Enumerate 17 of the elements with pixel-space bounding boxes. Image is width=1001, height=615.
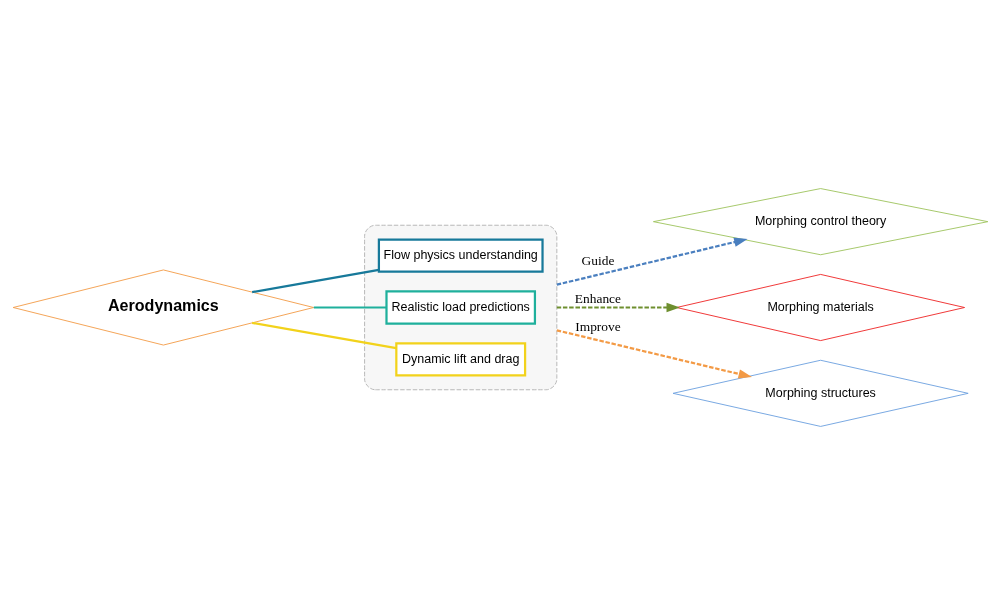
node-box: Dynamic lift and drag [395, 342, 527, 377]
arrow [556, 237, 748, 286]
node-diamond: Aerodynamics [12, 269, 315, 346]
connector [313, 306, 387, 309]
connector [251, 321, 397, 350]
connector [251, 268, 380, 294]
edge-label: Enhance [574, 291, 622, 307]
node-box: Realistic load predictions [385, 290, 537, 325]
node-diamond: Morphing control theory [652, 188, 989, 256]
arrow [556, 302, 680, 313]
node-box: Flow physics understanding [377, 238, 544, 273]
cluster [364, 224, 558, 391]
node-diamond: Morphing structures [672, 359, 969, 427]
arrow [556, 329, 752, 379]
edge-label: Guide [581, 253, 615, 269]
edge-label: Improve [575, 318, 621, 334]
node-diamond: Morphing materials [676, 273, 965, 342]
